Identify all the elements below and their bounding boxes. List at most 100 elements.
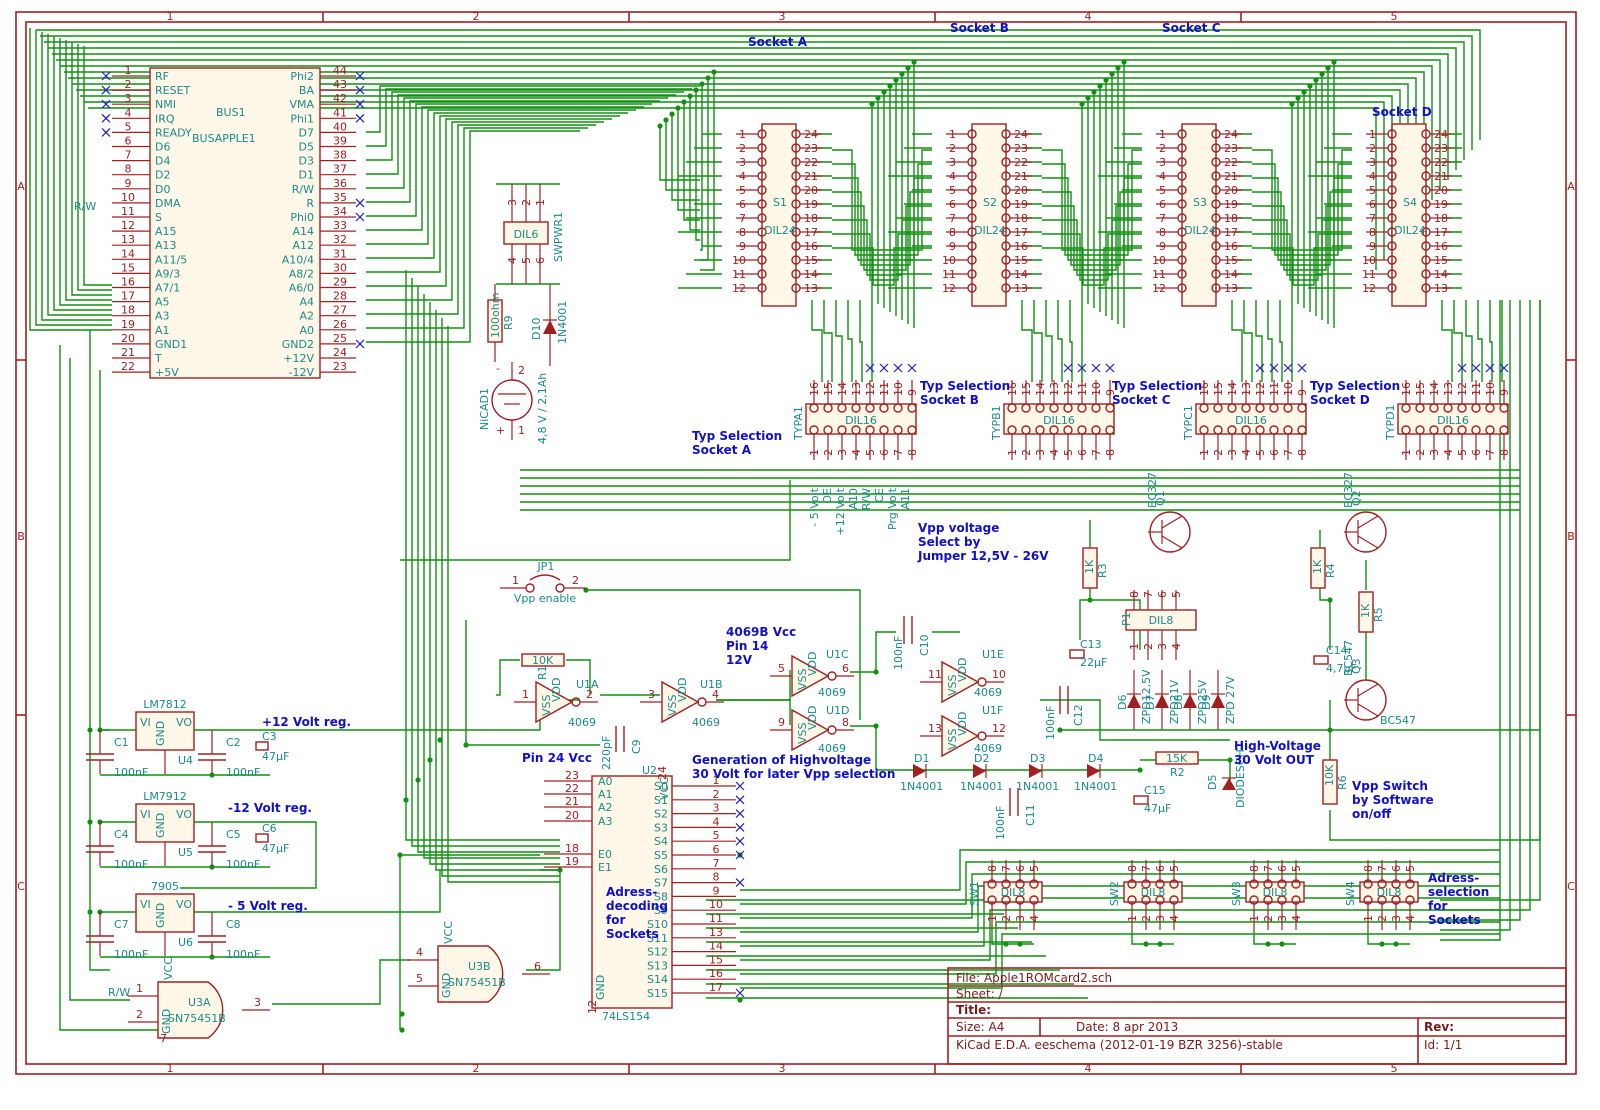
socket-value: DIL24: [764, 224, 796, 237]
socket-pin-circle: [1421, 213, 1431, 223]
bus1-pin-name: RF: [155, 70, 169, 83]
nicad-circle: [491, 379, 533, 421]
switch-pin-number: 6: [1014, 865, 1027, 872]
bus1-pin-name: A12: [292, 239, 314, 252]
grid-row-label: A: [17, 180, 25, 193]
switch-pin-number: 8: [1362, 865, 1375, 872]
right-edge-wire: [1440, 300, 1501, 941]
bus1-pin-number: 41: [333, 106, 347, 119]
cap-value: 100nF: [114, 858, 148, 871]
r1-value: 10K: [532, 654, 554, 667]
socket-pin-circle: [1387, 241, 1397, 251]
bus1-pin-number: 30: [333, 261, 347, 274]
typ-pin-circle: [907, 403, 917, 413]
bus-bundle-wire: [71, 42, 112, 296]
bus-right-wire: [366, 97, 668, 189]
switch-body: [983, 881, 1043, 903]
typ-reference: TYPD1: [1384, 404, 1397, 441]
u2-pin-name: S13: [647, 959, 668, 972]
socket-pin-number: 2: [1369, 142, 1376, 155]
socket-pin-circle: [1001, 283, 1011, 293]
typ-note: Socket A: [692, 443, 752, 457]
typ-pin-circle: [1049, 403, 1059, 413]
u2-pin-name: S9: [654, 904, 668, 917]
gate-body: [437, 945, 504, 1003]
r1-reference: R1: [536, 665, 549, 680]
gate-reference: U3A: [188, 996, 211, 1009]
junction: [399, 1027, 405, 1033]
cap-reference: C5: [226, 828, 241, 841]
bus1-pin-number: 7: [125, 149, 132, 162]
inverter-in-pin: 5: [778, 662, 785, 675]
addr-down-wire: [441, 318, 560, 877]
u2-gnd: GND: [594, 975, 607, 1000]
junction: [687, 93, 693, 99]
socket-pin-number: 10: [1152, 254, 1166, 267]
bus1-pin-name: DMA: [155, 197, 181, 210]
socket-pin-number: 7: [949, 212, 956, 225]
rw-net-label: R/W: [74, 200, 96, 213]
u2-pin-number: 20: [565, 809, 579, 822]
typ-pin-circle: [1049, 425, 1059, 435]
bus1-pin-name: A2: [299, 310, 314, 323]
socket-pin-number: 19: [1224, 198, 1238, 211]
typ-pin-circle: [1213, 425, 1223, 435]
bus1-pin-name: RESET: [155, 84, 191, 97]
bus-right-wire: [366, 85, 700, 133]
switch-gnd-wire: [1253, 930, 1296, 945]
typ-pin-number: 5: [1062, 449, 1075, 456]
inverter-reference: U1B: [700, 678, 723, 691]
socket-pin-number: 11: [732, 268, 746, 281]
inverter-in-pin: 3: [648, 688, 655, 701]
typ-link-wire: [1279, 300, 1283, 382]
socket-pin-circle: [1177, 185, 1187, 195]
bus1-pin-name: A6/0: [289, 282, 314, 295]
typ-pin-circle: [809, 403, 819, 413]
typ-link-wire: [1045, 300, 1053, 382]
hv-out-note: High-Voltage: [1234, 739, 1321, 753]
switch-pin-circle: [1363, 895, 1373, 905]
d5-reference: D5: [1206, 775, 1219, 790]
inverter-out-pin: 4: [712, 688, 719, 701]
switch-pin-number: 2: [1262, 915, 1275, 922]
switch-pin-number: 7: [1140, 865, 1153, 872]
socket-s2: 123456789101112242322212019181716151413S…: [942, 123, 1032, 307]
socket-pin-number: 18: [1014, 212, 1028, 225]
top-bus-wire: [88, 107, 1377, 270]
switch-pin-number: 4: [1028, 915, 1041, 922]
bus1-pin-name: A9/3: [155, 267, 180, 280]
typ-pin-circle: [1297, 425, 1307, 435]
bus1-pin-name: A13: [155, 239, 177, 252]
socket-pin-number: 24: [1014, 128, 1028, 141]
inverter-vdd: VDD: [676, 678, 689, 702]
socket-pin-number: 16: [1224, 240, 1238, 253]
typ-link-wire: [847, 300, 853, 382]
socket-pin-number: 13: [1224, 282, 1238, 295]
title-block-id: Id: 1/1: [1424, 1038, 1462, 1052]
socket-pin-circle: [1387, 255, 1397, 265]
bus1-pin-number: 19: [121, 318, 135, 331]
socket-body: [971, 123, 1007, 307]
bus1-pin-name: A7/1: [155, 282, 180, 295]
junction: [1325, 65, 1331, 71]
bus1-pin-number: 15: [121, 261, 135, 274]
typ-pin-circle: [823, 403, 833, 413]
socket-pin-circle: [1421, 241, 1431, 251]
r2-body: [1155, 751, 1199, 765]
inverter-vdd: VDD: [806, 652, 819, 676]
bus1-pin-number: 38: [333, 149, 347, 162]
socket-link-wire: [1042, 233, 1142, 281]
socket-value: DIL24: [1184, 224, 1216, 237]
switch-bus-wire: [740, 885, 1500, 933]
cap-reference: C2: [226, 736, 241, 749]
bus1-pin-name: GND1: [155, 338, 187, 351]
typ-pin-number: 10: [892, 382, 905, 396]
